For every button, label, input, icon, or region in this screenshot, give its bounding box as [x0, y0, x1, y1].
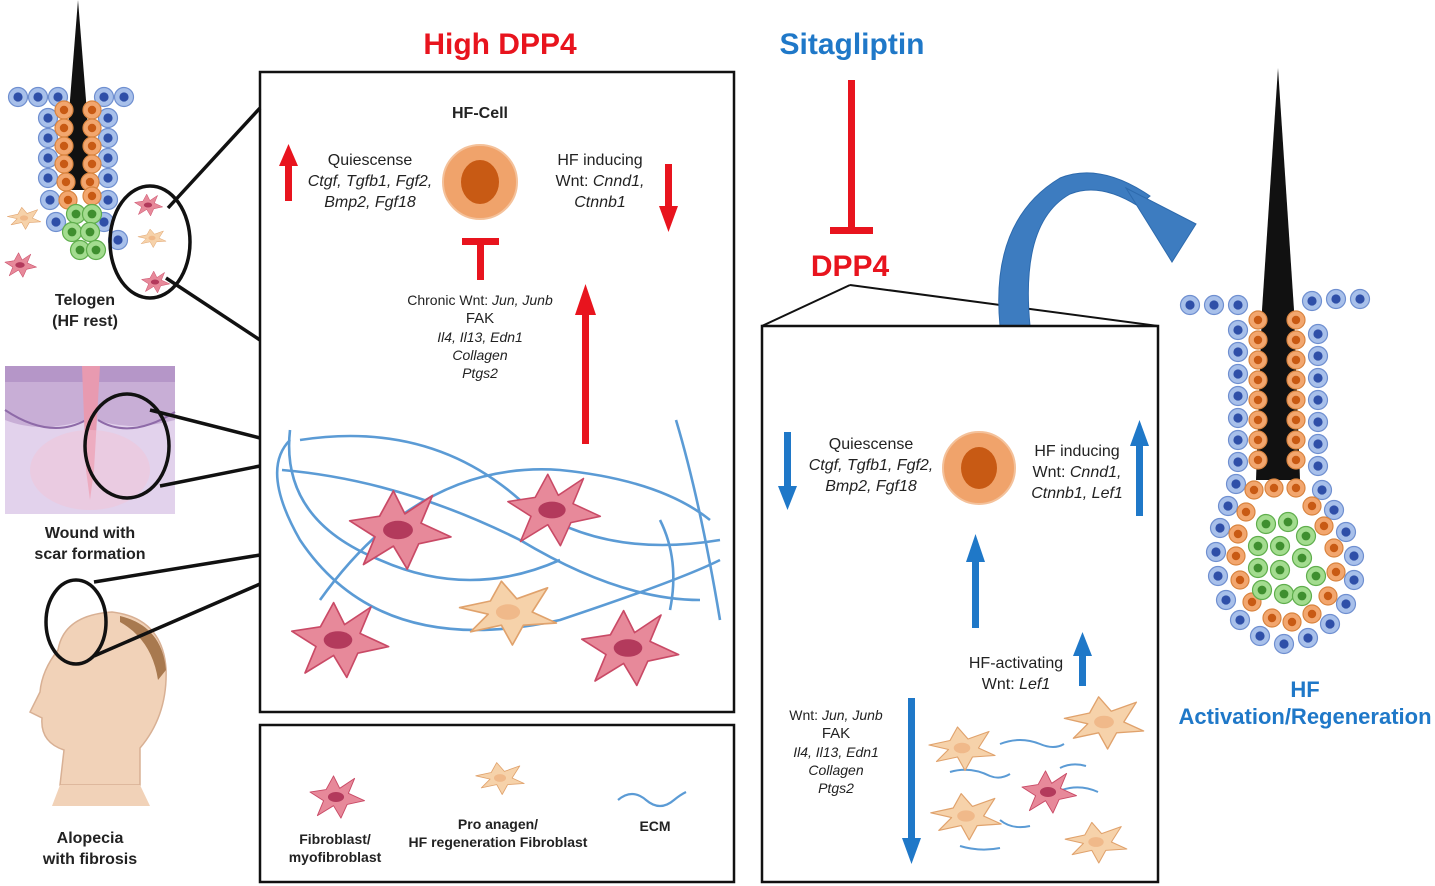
hf-activating-line: Wnt: Lef1	[956, 674, 1076, 695]
curved-blue-arrow	[998, 172, 1197, 327]
legend-fibroblast-label: Fibroblast/ myofibroblast	[270, 830, 400, 866]
alopecia-label-line2: with fibrosis	[42, 851, 138, 868]
regen-green-cells	[1247, 511, 1327, 607]
wound-label-line2: scar formation	[34, 546, 146, 563]
telogen-label-line2: (HF rest)	[52, 313, 118, 330]
legend-fibroblast-icon	[309, 775, 365, 819]
hf-inducing-genes-2: Ctnnb1	[574, 194, 626, 211]
ecm-fibers	[275, 419, 722, 632]
hf-activating-block: HF-activating Wnt: Lef1	[956, 653, 1076, 695]
outcome-label: HF Activation/Regeneration	[1170, 676, 1435, 730]
hf-inducing-prefix: Wnt:	[555, 173, 593, 190]
chronic-fak: FAK	[465, 310, 495, 327]
telogen-follicle-illustration	[4, 0, 192, 300]
down-arrow-treated-quiescence	[778, 432, 797, 510]
fibroblast-tan-cell	[458, 580, 558, 646]
treated-hf-inducing-line: Wnt: Cnnd1,	[1020, 462, 1134, 483]
treated-hf-inducing-genes-2: Ctnnb1, Lef1	[1031, 485, 1123, 502]
legend-ecm-icon	[617, 791, 687, 808]
chronic-wnt-prefix: Chronic Wnt:	[407, 292, 493, 308]
treated-ptgs2: Ptgs2	[818, 780, 854, 796]
treated-il-genes: Il4, Il13, Edn1	[793, 744, 879, 760]
up-arrow-hf-activating	[1073, 632, 1092, 686]
hf-cell-nucleus	[461, 160, 499, 204]
down-arrow-treated-wnt	[902, 698, 921, 864]
treated-wnt-block: Wnt: Jun, Junb FAK Il4, Il13, Edn1 Colla…	[768, 706, 904, 797]
legend-pro-fibroblast-line2: HF regeneration Fibroblast	[408, 834, 588, 850]
quiescence-title: Quiescense	[327, 152, 413, 169]
follicle-green-cells	[61, 203, 107, 261]
chronic-collagen: Collagen	[452, 347, 508, 363]
telogen-label: Telogen (HF rest)	[20, 290, 150, 332]
sitagliptin-heading: Sitagliptin	[779, 28, 925, 61]
high-dpp4-box	[258, 70, 736, 714]
dpp4-target-label: DPP4	[810, 250, 890, 283]
quiescence-genes-2: Bmp2, Fgf18	[324, 194, 416, 211]
treated-wnt-prefix: Wnt:	[789, 707, 822, 723]
legend-fibroblast-line2: myofibroblast	[288, 849, 382, 865]
alopecia-label: Alopecia with fibrosis	[20, 828, 160, 870]
chronic-wnt-line: Chronic Wnt: Jun, Junb	[390, 291, 570, 309]
up-arrow-to-treated-cell	[966, 534, 985, 628]
treated-wnt-line: Wnt: Jun, Junb	[768, 706, 904, 724]
legend-pro-fibroblast-icon	[475, 762, 525, 795]
high-dpp4-heading: High DPP4	[423, 28, 577, 61]
treated-quiescence-block: Quiescense Ctgf, Tgfb1, Fgf2, Bmp2, Fgf1…	[796, 434, 946, 497]
hf-activating-gene: Lef1	[1019, 676, 1051, 693]
chronic-wnt-block: Chronic Wnt: Jun, Junb FAK Il4, Il13, Ed…	[390, 291, 570, 382]
hf-activating-prefix: Wnt:	[981, 676, 1020, 693]
down-arrow-hf-inducing	[659, 164, 678, 232]
quiescence-genes-1: Ctgf, Tgfb1, Fgf2,	[307, 173, 433, 190]
legend-box	[258, 723, 736, 884]
wound-label: Wound with scar formation	[10, 523, 170, 565]
treated-quiescence-title: Quiescense	[828, 436, 914, 453]
treated-ecm-fibers	[949, 739, 1099, 851]
treated-collagen: Collagen	[808, 762, 864, 778]
treated-quiescence-genes-2: Bmp2, Fgf18	[825, 478, 917, 495]
chronic-wnt-genes: Jun, Junb	[492, 292, 553, 308]
treated-hf-inducing-title: HF inducing	[1034, 443, 1120, 460]
up-arrow-chronic-wnt	[575, 284, 596, 444]
treated-fak: FAK	[821, 725, 851, 742]
outcome-line1: HF	[1290, 677, 1320, 702]
legend-pro-fibroblast-line1: Pro anagen/	[457, 816, 539, 832]
sitagliptin-inhibition-bar	[830, 80, 873, 234]
hf-inducing-title: HF inducing	[557, 152, 643, 169]
wound-label-line1: Wound with	[44, 525, 136, 542]
head-alopecia-illustration	[28, 578, 167, 806]
chronic-il-genes: Il4, Il13, Edn1	[437, 329, 523, 345]
hf-inducing-line: Wnt: Cnnd1,	[532, 171, 668, 192]
alopecia-label-line1: Alopecia	[56, 830, 124, 847]
connector-lines-left	[93, 106, 262, 658]
treated-quiescence-genes-1: Ctgf, Tgfb1, Fgf2,	[808, 457, 934, 474]
treated-hf-inducing-genes-1: Cnnd1,	[1069, 464, 1122, 481]
quiescence-block: Quiescense Ctgf, Tgfb1, Fgf2, Bmp2, Fgf1…	[290, 150, 450, 213]
hf-cell-label: HF-Cell	[452, 105, 508, 122]
wound-skin-illustration	[4, 366, 176, 514]
hf-activating-title: HF-activating	[968, 655, 1064, 672]
legend-fibroblast-line1: Fibroblast/	[299, 831, 371, 847]
legend-ecm-label: ECM	[639, 818, 671, 834]
hf-inducing-block: HF inducing Wnt: Cnnd1, Ctnnb1	[532, 150, 668, 213]
legend-pro-fibroblast-label: Pro anagen/ HF regeneration Fibroblast	[398, 815, 598, 851]
up-arrow-quiescence	[279, 144, 298, 201]
treated-hf-cell-nucleus	[961, 447, 997, 489]
treated-hf-inducing-block: HF inducing Wnt: Cnnd1, Ctnnb1, Lef1	[1020, 441, 1134, 504]
inhibition-bar-red	[462, 238, 499, 280]
hf-inducing-genes-1: Cnnd1,	[592, 173, 645, 190]
regenerated-follicle-illustration	[1179, 68, 1371, 655]
connector-lines-dpp4	[761, 284, 1159, 327]
telogen-label-line1: Telogen	[54, 292, 116, 309]
chronic-ptgs2: Ptgs2	[462, 365, 498, 381]
treated-hf-inducing-prefix: Wnt:	[1032, 464, 1070, 481]
up-arrow-treated-hf-inducing	[1130, 420, 1149, 516]
treated-wnt-genes: Jun, Junb	[821, 707, 883, 723]
outcome-line2: Activation/Regeneration	[1178, 704, 1432, 729]
